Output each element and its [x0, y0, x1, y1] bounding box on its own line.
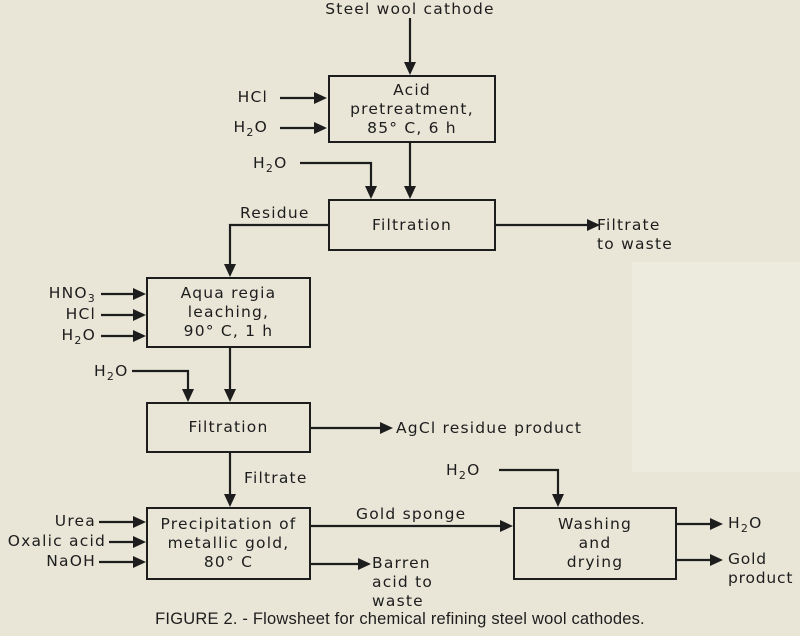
output-h2o: H2O — [728, 514, 763, 535]
filtrate-label: Filtrate — [244, 469, 308, 487]
input-oxalic-acid: Oxalic acid — [7, 532, 106, 550]
filtration-label-1: Filtration — [371, 215, 453, 234]
barren-acid-label: Barren acid to waste — [372, 554, 434, 610]
gold-sponge-label: Gold sponge — [356, 505, 467, 523]
input-h2o-3: H2O — [61, 326, 96, 347]
input-h2o-1: H2O — [233, 118, 268, 139]
input-urea: Urea — [54, 512, 96, 530]
figure-caption: FIGURE 2. - Flowsheet for chemical refin… — [155, 610, 645, 628]
input-hno3: HNO3 — [48, 284, 96, 305]
filtration-box-2: Filtration — [146, 402, 311, 453]
washing-drying-label: Washing and drying — [557, 515, 633, 571]
input-hcl-2: HCl — [65, 305, 96, 323]
filtration-box-1: Filtration — [328, 199, 496, 251]
gold-product-label: Gold product — [728, 550, 794, 587]
input-naoh: NaOH — [46, 552, 96, 570]
agcl-residue-label: AgCl residue product — [396, 419, 583, 437]
input-h2o-2: H2O — [253, 154, 288, 175]
filtrate-to-waste-label: Filtrate to waste — [597, 216, 673, 253]
washing-drying-box: Washing and drying — [513, 507, 677, 580]
feed-steel-wool-cathode: Steel wool cathode — [325, 0, 495, 18]
acid-pretreatment-label: Acid pretreatment, 85° C, 6 h — [350, 80, 474, 137]
aqua-regia-label: Aqua regia leaching, 90° C, 1 h — [180, 284, 277, 340]
precipitation-label: Precipitation of metallic gold, 80° C — [160, 515, 297, 571]
precipitation-box: Precipitation of metallic gold, 80° C — [146, 507, 311, 580]
filtration-label-2: Filtration — [188, 418, 269, 436]
acid-pretreatment-box: Acid pretreatment, 85° C, 6 h — [328, 75, 496, 143]
residue-label: Residue — [240, 204, 310, 222]
input-h2o-4: H2O — [94, 362, 129, 383]
input-hcl-1: HCl — [237, 88, 268, 106]
input-h2o-5: H2O — [446, 461, 481, 482]
aqua-regia-leaching-box: Aqua regia leaching, 90° C, 1 h — [146, 277, 311, 348]
